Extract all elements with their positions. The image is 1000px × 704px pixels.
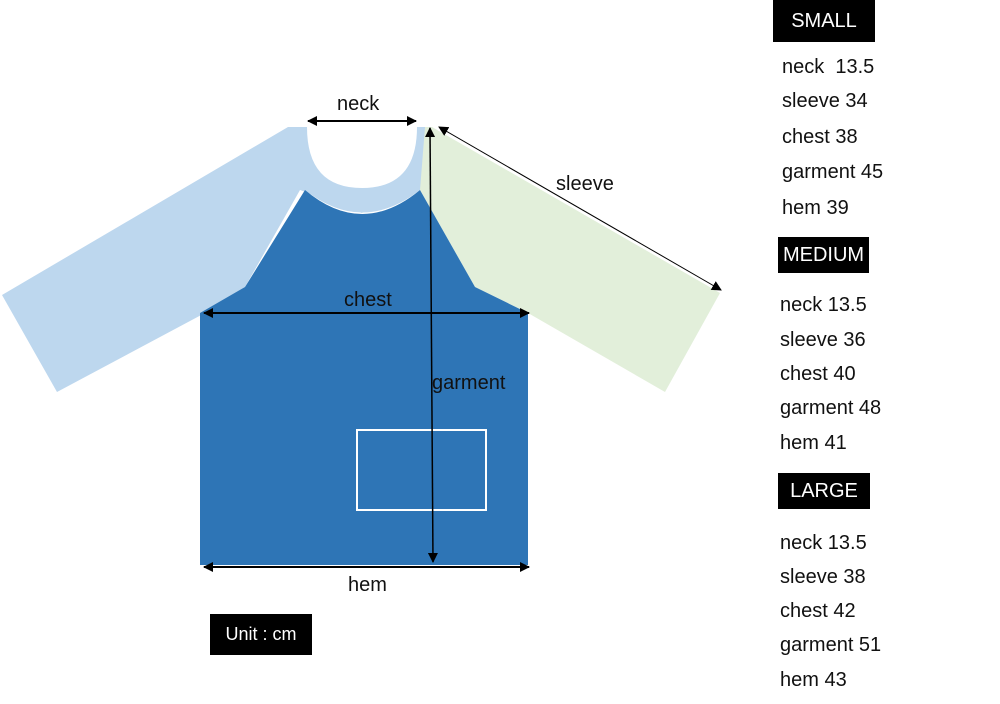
size-row: chest 40 xyxy=(780,363,856,385)
unit-label: Unit : cm xyxy=(210,614,312,655)
neck-label: neck xyxy=(337,93,380,115)
size-header-large: LARGE xyxy=(778,473,870,509)
size-row: neck 13.5 xyxy=(780,532,867,554)
size-header-small: SMALL xyxy=(773,0,875,42)
garment-arrow xyxy=(425,127,438,563)
garment-label: garment xyxy=(432,372,506,394)
sleeve-label: sleeve xyxy=(556,173,614,195)
size-row: hem 43 xyxy=(780,669,847,691)
size-row: sleeve 36 xyxy=(780,329,866,351)
left-sleeve xyxy=(2,127,362,392)
size-row: hem 41 xyxy=(780,432,847,454)
sleeve-arrow xyxy=(438,126,722,291)
size-row: sleeve 34 xyxy=(782,90,868,112)
size-row: sleeve 38 xyxy=(780,566,866,588)
size-row: chest 42 xyxy=(780,600,856,622)
size-row: chest 38 xyxy=(782,126,858,148)
size-row: garment 48 xyxy=(780,397,882,419)
size-row: neck 13.5 xyxy=(782,56,875,78)
size-header-medium: MEDIUM xyxy=(778,237,869,273)
neck-opening xyxy=(307,127,417,188)
size-row: garment 45 xyxy=(782,161,884,183)
size-row: garment 51 xyxy=(780,634,882,656)
chest-label: chest xyxy=(344,289,392,311)
size-row: hem 39 xyxy=(782,197,849,219)
pocket xyxy=(356,429,487,511)
size-row: neck 13.5 xyxy=(780,294,867,316)
hem-label: hem xyxy=(348,574,387,596)
